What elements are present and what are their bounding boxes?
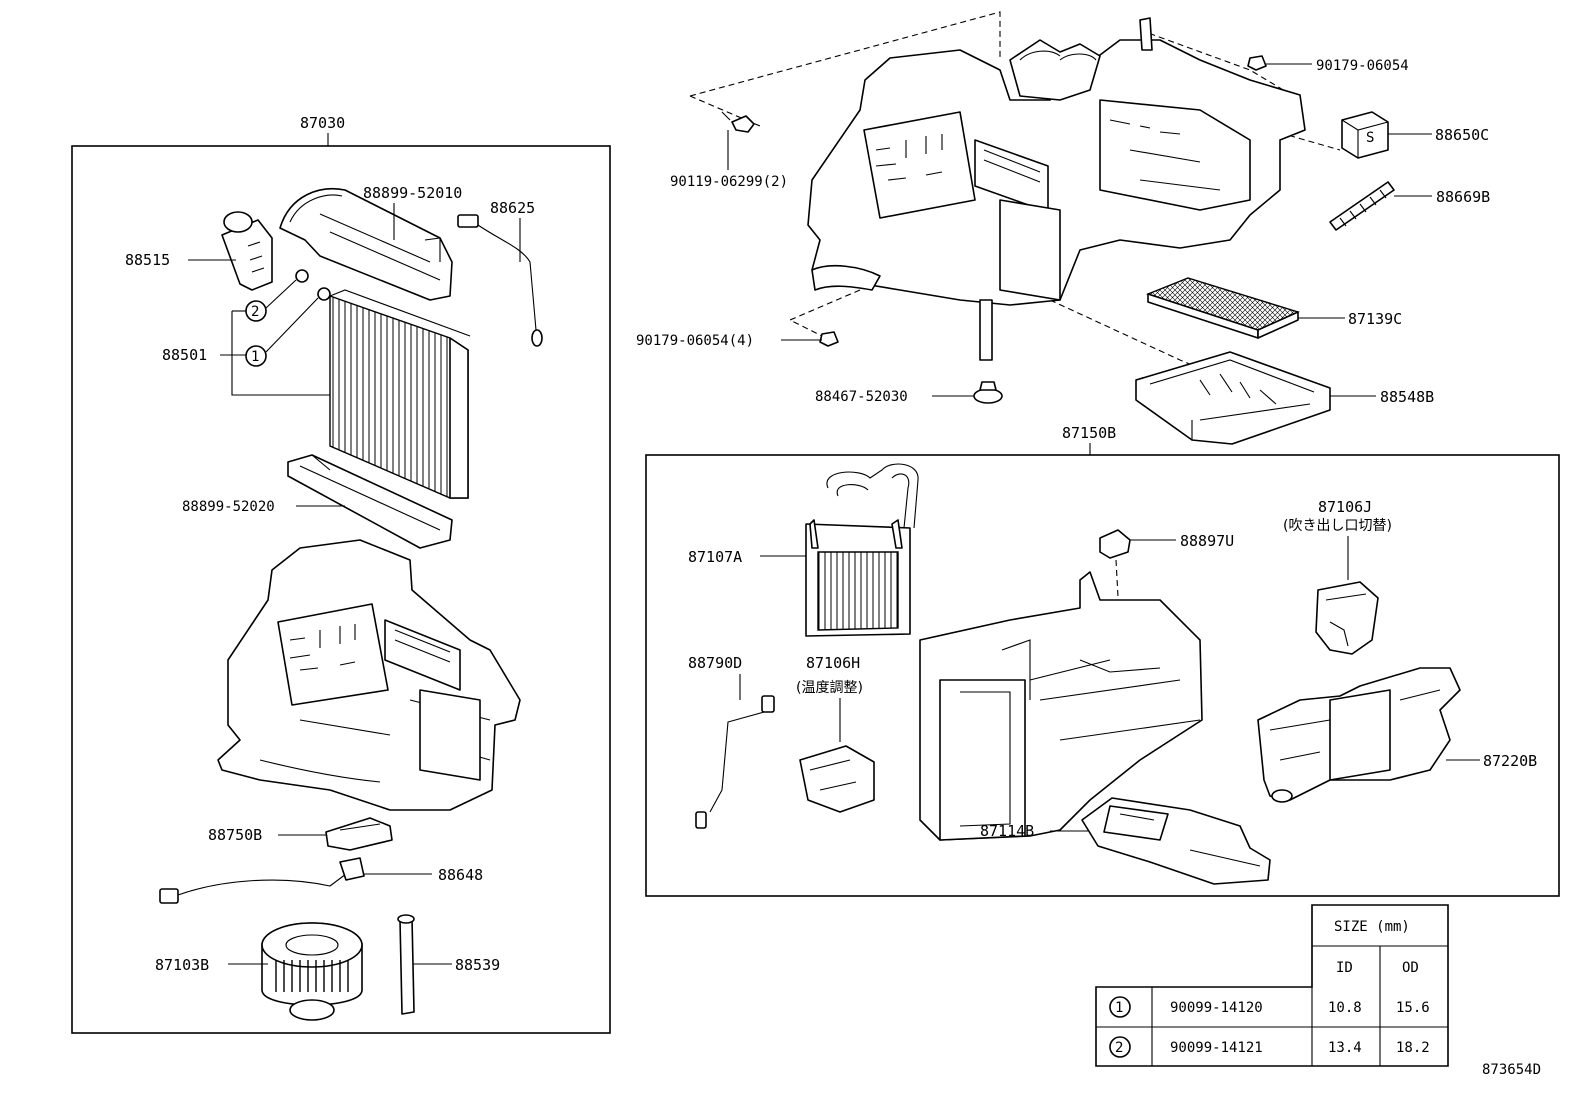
part-label-88648: 88648 xyxy=(438,866,483,884)
part-label-87107A: 87107A xyxy=(688,548,742,566)
table-header-size: SIZE (mm) xyxy=(1334,919,1410,935)
top-right-group: 90179-06054 90119-06299(2) S 88650C 8866… xyxy=(636,11,1490,445)
part-label-90179-06054-4: 90179-06054(4) xyxy=(636,333,754,349)
left-assembly-frame xyxy=(71,145,611,1034)
table-row1-od: 15.6 xyxy=(1396,1000,1430,1016)
insulator-upper-drawing xyxy=(279,188,453,301)
blower-case-drawing xyxy=(1257,667,1461,803)
insulator-lower-drawing xyxy=(287,454,453,549)
svg-text:S: S xyxy=(1366,130,1374,146)
figure-code: 873654D xyxy=(1482,1062,1541,1078)
size-table: SIZE (mm) ID OD 1 90099-14120 10.8 15.6 … xyxy=(1095,904,1449,1067)
assembly-label-87150B: 87150B xyxy=(1062,424,1116,442)
part-label-88539: 88539 xyxy=(455,956,500,974)
part-note-87106H: (温度調整) xyxy=(796,680,863,696)
table-row1-id: 10.8 xyxy=(1328,1000,1362,1016)
leader-marker-2 xyxy=(265,279,297,309)
right-assembly-group: 87150B 87107A 88897U 87106J (吹き出し口切替) xyxy=(645,424,1560,897)
air-filter-drawing xyxy=(1145,277,1300,339)
table-row2-marker: 2 xyxy=(1115,1040,1123,1056)
part-label-88790D: 88790D xyxy=(688,654,742,672)
part-label-87106J: 87106J xyxy=(1318,498,1372,516)
mode-servo-drawing xyxy=(1315,581,1379,655)
expansion-valve-drawing xyxy=(221,211,273,291)
right-assembly-frame xyxy=(645,454,1560,897)
part-label-90179-06054: 90179-06054 xyxy=(1316,58,1409,74)
grommet-drawing xyxy=(973,381,1003,404)
table-row2-circle xyxy=(1109,1036,1131,1058)
assembly-label-87030: 87030 xyxy=(300,114,345,132)
part-label-88501: 88501 xyxy=(162,346,207,364)
heater-core-drawing xyxy=(805,463,919,637)
guide-line-e xyxy=(788,289,861,341)
left-assembly-group: 87030 88515 88899-52010 88625 xyxy=(71,114,611,1034)
leader-marker-1 xyxy=(265,297,319,353)
hvac-unit-drawing xyxy=(807,17,1306,361)
heater-case-drawing xyxy=(919,571,1203,841)
part-label-88899-52020: 88899-52020 xyxy=(182,499,275,515)
part-label-88897U: 88897U xyxy=(1180,532,1234,550)
blower-resistor-drawing xyxy=(325,817,393,851)
screw-drawing xyxy=(721,111,755,133)
table-row1-part: 90099-14120 xyxy=(1170,1000,1263,1016)
part-label-88899-52010: 88899-52010 xyxy=(363,184,462,202)
part-note-87106J: (吹き出し口切替) xyxy=(1283,518,1392,534)
table-row1-circle xyxy=(1109,996,1131,1018)
table-col-id: ID xyxy=(1336,960,1353,976)
part-label-88515: 88515 xyxy=(125,251,170,269)
table-row2-part: 90099-14121 xyxy=(1170,1040,1263,1056)
drain-hose-drawing xyxy=(397,914,415,1015)
part-label-88467-52030: 88467-52030 xyxy=(815,389,908,405)
o-ring-large xyxy=(317,287,331,301)
lower-duct-drawing xyxy=(1081,797,1271,885)
wire-harness-drawing xyxy=(159,857,365,904)
sub-harness-drawing xyxy=(695,695,775,829)
air-mix-servo-drawing xyxy=(799,745,875,813)
part-label-88625: 88625 xyxy=(490,199,535,217)
part-label-87106H: 87106H xyxy=(806,654,860,672)
circle-marker-2-label: 2 xyxy=(251,304,259,320)
circle-marker-1 xyxy=(245,345,267,367)
o-ring-small xyxy=(295,269,309,283)
guide-line-f xyxy=(1049,299,1241,386)
part-label-88548B: 88548B xyxy=(1380,388,1434,406)
table-row1-marker: 1 xyxy=(1115,1000,1123,1016)
table-row2-od: 18.2 xyxy=(1396,1040,1430,1056)
part-label-88750B: 88750B xyxy=(208,826,262,844)
part-label-87220B: 87220B xyxy=(1483,752,1537,770)
table-row2-id: 13.4 xyxy=(1328,1040,1362,1056)
part-label-87139C: 87139C xyxy=(1348,310,1402,328)
guide-line-a xyxy=(689,11,1001,97)
filter-case-drawing xyxy=(1135,351,1331,445)
nut-lower-drawing xyxy=(819,331,839,347)
part-label-87114B: 87114B xyxy=(980,822,1034,840)
coil-spring-drawing xyxy=(1329,181,1395,231)
blower-motor-drawing xyxy=(261,922,363,1021)
part-label-90119-06299: 90119-06299(2) xyxy=(670,174,788,190)
evaporator-drawing xyxy=(329,289,471,499)
table-col-od: OD xyxy=(1402,960,1419,976)
thermistor-drawing xyxy=(457,214,543,347)
circle-marker-1-label: 1 xyxy=(251,349,259,365)
relay-drawing: S xyxy=(1341,111,1389,159)
cooling-unit-case-drawing xyxy=(217,539,521,811)
part-label-87103B: 87103B xyxy=(155,956,209,974)
leader-88501-b xyxy=(231,311,330,396)
part-label-88669B: 88669B xyxy=(1436,188,1490,206)
nut-top-drawing xyxy=(1247,55,1267,71)
part-label-88650C: 88650C xyxy=(1435,126,1489,144)
